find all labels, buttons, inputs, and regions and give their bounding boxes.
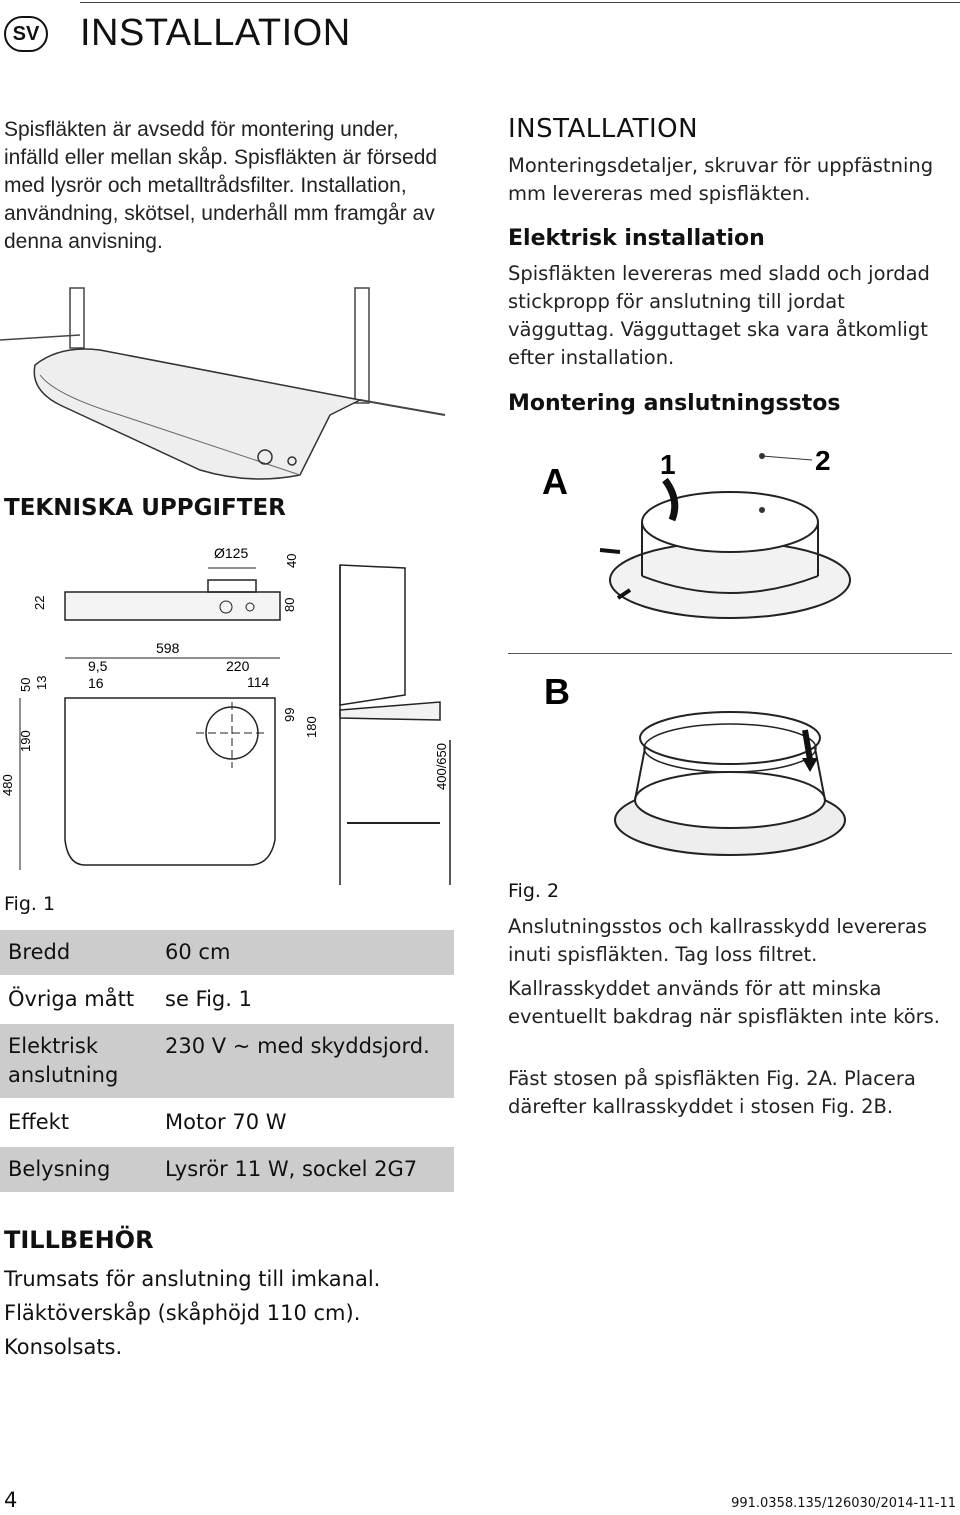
hood-illustration <box>0 287 446 480</box>
dim-d598: 598 <box>156 640 180 656</box>
dim-d13: 13 <box>34 676 49 690</box>
fig2-text-3: Fäst stosen på spisfläkten Fig. 2A. Plac… <box>508 1067 916 1118</box>
dim-d400: 400/650 <box>434 743 449 790</box>
fig1-dimension-drawing: Ø125 40 22 80 598 9,5 16 220 114 50 13 1… <box>0 545 451 885</box>
fig1-caption: Fig. 1 <box>4 893 56 915</box>
spec-row: Övriga mått se Fig. 1 <box>0 977 454 1024</box>
dim-d40: 40 <box>284 554 299 568</box>
language-badge: SV <box>4 16 48 52</box>
fig2-text-1: Anslutningsstos och kallrasskydd leverer… <box>508 915 928 966</box>
fig2b-illustration: B <box>544 671 846 856</box>
accessories-heading: TILLBEHÖR <box>4 1226 154 1254</box>
callout-1: 1 <box>660 449 676 480</box>
installation-heading: INSTALLATION <box>508 114 699 144</box>
tech-heading: TEKNISKA UPPGIFTER <box>4 495 286 521</box>
electrical-heading: Elektrisk installation <box>508 226 765 251</box>
fig2-text-2: Kallrasskyddet används för att minska ev… <box>508 977 940 1028</box>
spec-table: Bredd 60 cm Övriga mått se Fig. 1 Elektr… <box>0 930 454 1194</box>
callout-2: 2 <box>815 445 831 476</box>
spec-key: Övriga mått <box>8 987 135 1011</box>
dim-d16: 16 <box>88 675 104 691</box>
page-number: 4 <box>4 1488 18 1512</box>
dim-d125: Ø125 <box>214 545 248 561</box>
accessory-item: Fläktöverskåp (skåphöjd 110 cm). <box>4 1301 361 1325</box>
spec-value: 230 V ~ med skyddsjord. <box>165 1034 430 1058</box>
spec-row: Bredd 60 cm <box>0 930 454 977</box>
header-rule <box>80 2 960 3</box>
divider <box>508 653 952 654</box>
electrical-text: Spisfläkten levereras med sladd och jord… <box>508 262 930 369</box>
spec-value: se Fig. 1 <box>165 987 252 1011</box>
fig2a-illustration: A 1 2 <box>542 445 851 619</box>
dim-d114: 114 <box>247 674 270 690</box>
spec-value: Lysrör 11 W, sockel 2G7 <box>165 1157 418 1181</box>
spec-value: 60 cm <box>165 940 231 964</box>
accessory-item: Konsolsats. <box>4 1335 123 1359</box>
dim-d99: 99 <box>282 708 297 722</box>
dim-d50: 50 <box>18 678 33 692</box>
intro-text: Spisfläkten är avsedd för montering unde… <box>4 118 438 253</box>
accessory-item: Trumsats för anslutning till imkanal. <box>4 1267 381 1291</box>
spec-key: Bredd <box>8 940 71 964</box>
accessories-list: Trumsats för anslutning till imkanal. Fl… <box>4 1262 380 1364</box>
installation-text: Monteringsdetaljer, skruvar för uppfästn… <box>508 154 934 205</box>
spec-key: Effekt <box>8 1110 70 1134</box>
spec-key: Belysning <box>8 1157 111 1181</box>
dim-d9-5: 9,5 <box>88 658 108 674</box>
fig2-caption: Fig. 2 <box>508 880 560 902</box>
dim-d22: 22 <box>32 596 47 610</box>
dim-d180: 180 <box>304 716 319 738</box>
spec-value: Motor 70 W <box>165 1110 287 1134</box>
dim-d80: 80 <box>282 598 297 612</box>
spec-row: Belysning Lysrör 11 W, sockel 2G7 <box>0 1147 454 1194</box>
dim-d480: 480 <box>0 774 15 796</box>
page-title: INSTALLATION <box>80 12 351 54</box>
document-code: 991.0358.135/126030/2014-11-11 <box>731 1496 956 1511</box>
fig2b-label: B <box>544 671 570 712</box>
spec-row: Elektrisk anslutning 230 V ~ med skyddsj… <box>0 1024 454 1100</box>
spec-key: Elektrisk anslutning <box>8 1034 119 1087</box>
dim-d220: 220 <box>226 658 250 674</box>
mounting-heading: Montering anslutningsstos <box>508 391 841 416</box>
fig2a-label: A <box>542 461 568 502</box>
spec-row: Effekt Motor 70 W <box>0 1100 454 1147</box>
dim-d190: 190 <box>18 730 33 752</box>
